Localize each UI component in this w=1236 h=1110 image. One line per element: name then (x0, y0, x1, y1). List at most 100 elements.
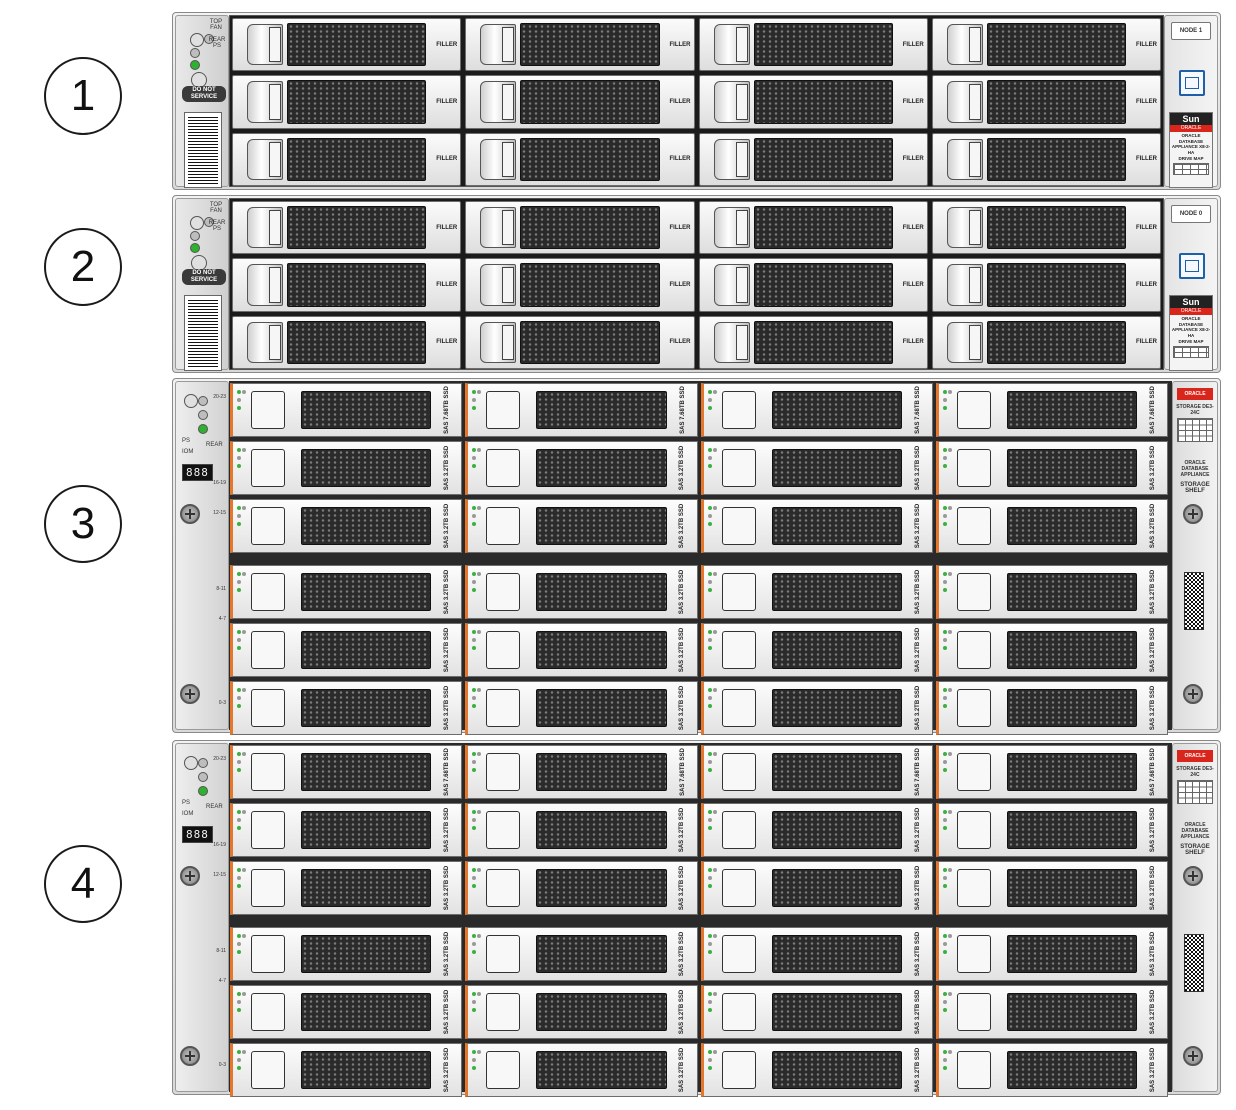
storage-drive[interactable]: SAS 3.2TB SSD (935, 499, 1168, 553)
drive-filler[interactable]: FILLER (232, 75, 462, 129)
drive-release-button[interactable] (486, 573, 521, 611)
storage-drive[interactable]: SAS 7.68TB SSD (700, 383, 933, 437)
storage-drive[interactable]: SAS 7.68TB SSD (935, 745, 1168, 799)
drive-release-button[interactable] (486, 993, 521, 1031)
drive-release-button[interactable] (486, 631, 521, 669)
drive-release-button[interactable] (486, 811, 521, 849)
storage-drive[interactable]: SAS 3.2TB SSD (700, 1043, 933, 1097)
storage-drive[interactable]: SAS 3.2TB SSD (700, 441, 933, 495)
storage-drive[interactable]: SAS 3.2TB SSD (465, 985, 698, 1039)
drive-filler[interactable]: FILLER (465, 18, 695, 72)
storage-drive[interactable]: SAS 3.2TB SSD (935, 861, 1168, 915)
filler-latch[interactable] (269, 84, 281, 120)
storage-drive[interactable]: SAS 3.2TB SSD (465, 927, 698, 981)
filler-latch[interactable] (735, 210, 748, 246)
storage-drive[interactable]: SAS 3.2TB SSD (230, 985, 463, 1039)
drive-release-button[interactable] (956, 507, 991, 545)
drive-release-button[interactable] (956, 1051, 991, 1089)
drive-release-button[interactable] (251, 935, 285, 973)
filler-latch[interactable] (968, 27, 981, 63)
drive-release-button[interactable] (251, 689, 285, 727)
storage-drive[interactable]: SAS 3.2TB SSD (935, 927, 1168, 981)
storage-drive[interactable]: SAS 3.2TB SSD (700, 985, 933, 1039)
drive-release-button[interactable] (956, 689, 991, 727)
drive-release-button[interactable] (721, 507, 756, 545)
drive-release-button[interactable] (251, 507, 285, 545)
drive-release-button[interactable] (721, 391, 756, 429)
filler-latch[interactable] (968, 324, 981, 360)
locator-button[interactable] (190, 216, 204, 230)
drive-filler[interactable]: FILLER (232, 201, 462, 255)
drive-release-button[interactable] (956, 753, 991, 791)
drive-release-button[interactable] (251, 993, 285, 1031)
drive-filler[interactable]: FILLER (931, 132, 1161, 186)
storage-drive[interactable]: SAS 3.2TB SSD (465, 565, 698, 619)
locator-button[interactable] (184, 394, 198, 408)
storage-drive[interactable]: SAS 3.2TB SSD (230, 441, 463, 495)
filler-latch[interactable] (269, 27, 281, 63)
drive-filler[interactable]: FILLER (465, 201, 695, 255)
storage-drive[interactable]: SAS 7.68TB SSD (700, 745, 933, 799)
drive-release-button[interactable] (251, 573, 285, 611)
drive-release-button[interactable] (956, 573, 991, 611)
drive-release-button[interactable] (956, 631, 991, 669)
drive-filler[interactable]: FILLER (465, 258, 695, 312)
drive-release-button[interactable] (721, 689, 756, 727)
storage-drive[interactable]: SAS 3.2TB SSD (700, 927, 933, 981)
drive-filler[interactable]: FILLER (698, 18, 928, 72)
drive-filler[interactable]: FILLER (465, 315, 695, 369)
thumbscrew-icon[interactable] (180, 1046, 200, 1066)
storage-drive[interactable]: SAS 3.2TB SSD (700, 499, 933, 553)
drive-release-button[interactable] (251, 753, 285, 791)
storage-drive[interactable]: SAS 3.2TB SSD (230, 861, 463, 915)
storage-drive[interactable]: SAS 3.2TB SSD (230, 681, 463, 735)
storage-drive[interactable]: SAS 3.2TB SSD (465, 803, 698, 857)
drive-release-button[interactable] (486, 391, 521, 429)
drive-release-button[interactable] (721, 573, 756, 611)
filler-latch[interactable] (735, 324, 748, 360)
storage-drive[interactable]: SAS 3.2TB SSD (935, 623, 1168, 677)
filler-latch[interactable] (269, 324, 281, 360)
thumbscrew-icon[interactable] (180, 504, 200, 524)
filler-latch[interactable] (269, 141, 281, 177)
storage-drive[interactable]: SAS 3.2TB SSD (935, 565, 1168, 619)
drive-filler[interactable]: FILLER (232, 132, 462, 186)
filler-latch[interactable] (502, 27, 515, 63)
filler-latch[interactable] (968, 267, 981, 303)
drive-release-button[interactable] (251, 1051, 285, 1089)
drive-filler[interactable]: FILLER (931, 201, 1161, 255)
thumbscrew-icon[interactable] (1183, 684, 1203, 704)
drive-filler[interactable]: FILLER (698, 75, 928, 129)
drive-filler[interactable]: FILLER (698, 258, 928, 312)
storage-drive[interactable]: SAS 3.2TB SSD (230, 803, 463, 857)
filler-latch[interactable] (968, 141, 981, 177)
filler-latch[interactable] (735, 27, 748, 63)
drive-release-button[interactable] (956, 993, 991, 1031)
drive-release-button[interactable] (251, 631, 285, 669)
drive-release-button[interactable] (721, 631, 756, 669)
storage-drive[interactable]: SAS 7.68TB SSD (465, 383, 698, 437)
storage-drive[interactable]: SAS 3.2TB SSD (230, 565, 463, 619)
storage-drive[interactable]: SAS 3.2TB SSD (230, 499, 463, 553)
drive-release-button[interactable] (486, 507, 521, 545)
storage-drive[interactable]: SAS 3.2TB SSD (700, 681, 933, 735)
drive-release-button[interactable] (251, 449, 285, 487)
drive-release-button[interactable] (251, 869, 285, 907)
thumbscrew-icon[interactable] (180, 684, 200, 704)
filler-latch[interactable] (502, 210, 515, 246)
thumbscrew-icon[interactable] (180, 866, 200, 886)
storage-drive[interactable]: SAS 3.2TB SSD (700, 565, 933, 619)
drive-filler[interactable]: FILLER (931, 315, 1161, 369)
thumbscrew-icon[interactable] (1183, 866, 1203, 886)
drive-filler[interactable]: FILLER (465, 75, 695, 129)
storage-drive[interactable]: SAS 3.2TB SSD (935, 681, 1168, 735)
storage-drive[interactable]: SAS 7.68TB SSD (230, 745, 463, 799)
storage-drive[interactable]: SAS 3.2TB SSD (465, 1043, 698, 1097)
drive-filler[interactable]: FILLER (232, 258, 462, 312)
drive-release-button[interactable] (251, 391, 285, 429)
filler-latch[interactable] (502, 141, 515, 177)
filler-latch[interactable] (968, 210, 981, 246)
filler-latch[interactable] (269, 267, 281, 303)
drive-release-button[interactable] (721, 811, 756, 849)
filler-latch[interactable] (502, 84, 515, 120)
